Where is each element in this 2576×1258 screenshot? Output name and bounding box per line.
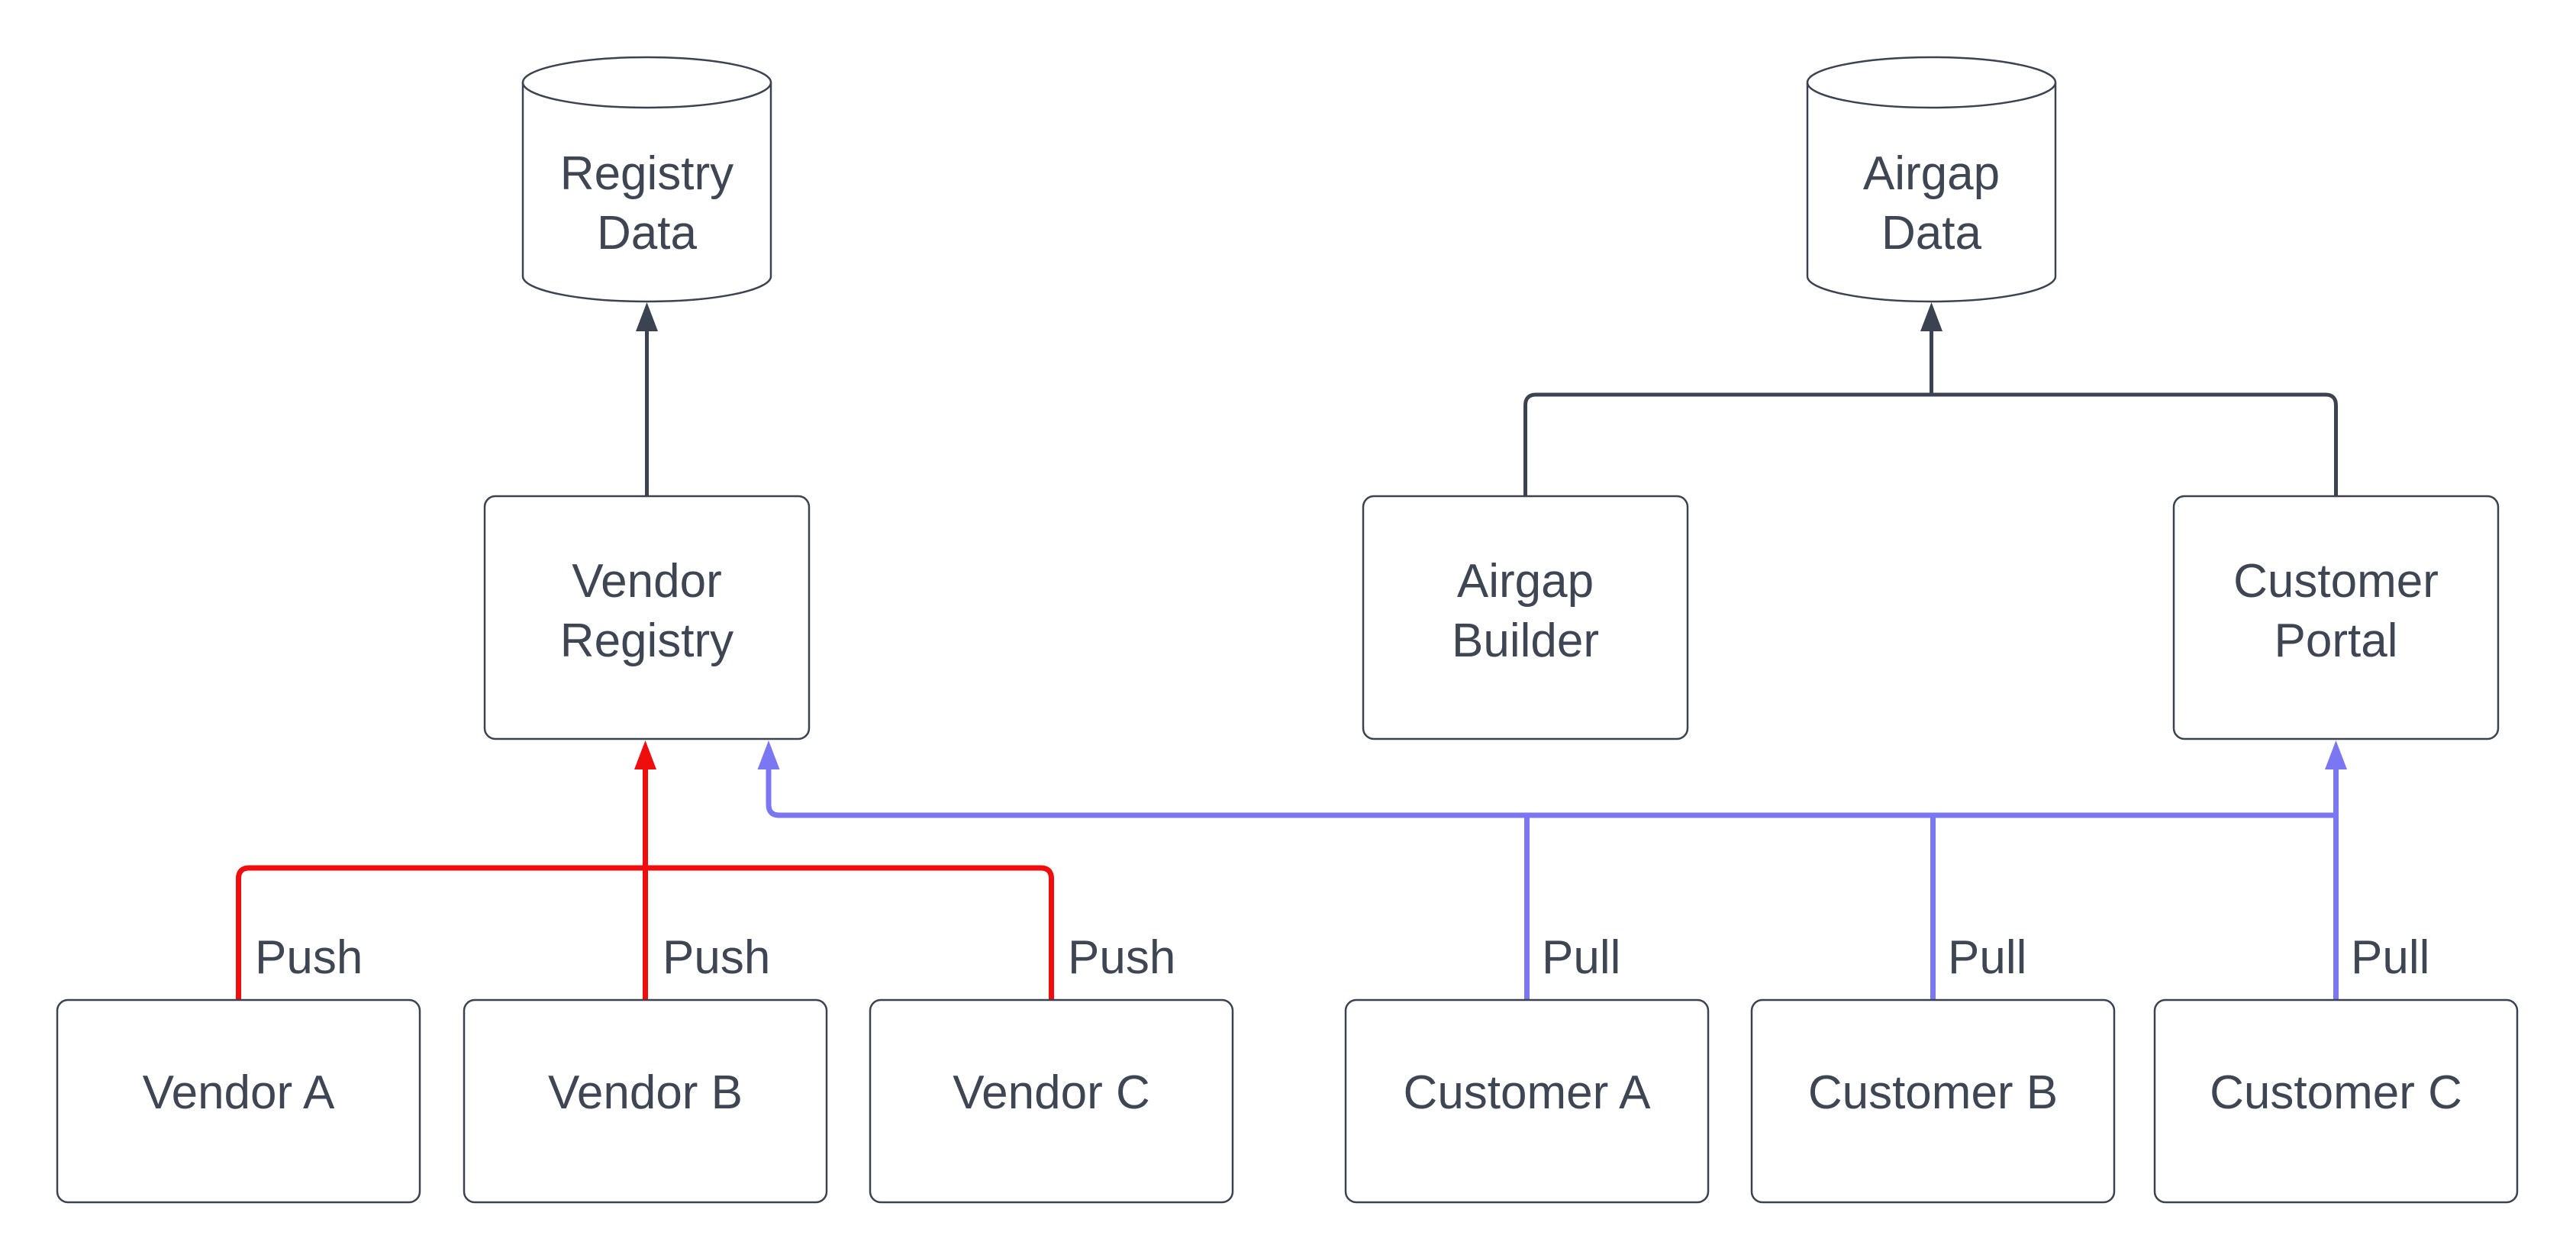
- node-airgap-builder: Airgap Builder: [1362, 495, 1689, 740]
- node-label-line: Customer C: [2210, 1066, 2462, 1119]
- registry-data-arrowhead-icon: [636, 302, 658, 331]
- node-label-line: Vendor: [572, 555, 722, 608]
- node-label-line: Data: [597, 207, 697, 260]
- node-label-line: Portal: [2275, 614, 2398, 667]
- process-box: [56, 998, 421, 1204]
- process-box: [1750, 998, 2116, 1204]
- pull-edges: [757, 740, 2347, 1000]
- node-label-line: Customer: [2233, 555, 2439, 608]
- node-label-line: Vendor C: [953, 1066, 1150, 1119]
- node-registry-data: Registry Data: [521, 56, 772, 303]
- pull-edge-label: Pull: [1542, 931, 1620, 984]
- edge-customer-portal-to-merge: [1931, 392, 2338, 496]
- node-label-line: Builder: [1452, 614, 1599, 667]
- push-arrowhead-icon: [634, 740, 656, 769]
- process-box: [483, 495, 811, 740]
- node-customer-b: Customer B: [1750, 998, 2116, 1204]
- process-box: [2153, 998, 2519, 1204]
- node-vendor-registry: Vendor Registry: [483, 495, 811, 740]
- node-label-line: Data: [1881, 207, 1981, 260]
- node-label-line: Vendor A: [143, 1066, 335, 1119]
- edge-airgap-builder-to-merge: [1523, 392, 1932, 496]
- node-vendor-a: Vendor A: [56, 998, 421, 1204]
- node-customer-a: Customer A: [1344, 998, 1710, 1204]
- push-edge-label: Push: [1068, 931, 1175, 984]
- node-label-line: Registry: [560, 147, 733, 200]
- cylinder-top-rim: [1806, 56, 2057, 109]
- pull-edge-label: Pull: [1948, 931, 2026, 984]
- node-label-line: Customer A: [1404, 1066, 1652, 1119]
- cylinder-body: [521, 82, 772, 303]
- process-box: [2172, 495, 2500, 740]
- pull-arrowhead-customer-portal-icon: [2325, 740, 2347, 769]
- cylinder-top-rim: [521, 56, 772, 109]
- node-customer-c: Customer C: [2153, 998, 2519, 1204]
- airgap-data-arrowhead-icon: [1920, 302, 1942, 331]
- push-edge-label: Push: [255, 931, 363, 984]
- pull-arrowhead-vendor-registry-icon: [757, 740, 780, 769]
- node-label-line: Customer B: [1808, 1066, 2058, 1119]
- pull-trunk-line: [766, 768, 2336, 818]
- node-label-line: Registry: [560, 614, 733, 667]
- push-edge-label: Push: [663, 931, 770, 984]
- node-customer-portal: Customer Portal: [2172, 495, 2500, 740]
- node-airgap-data: Airgap Data: [1806, 56, 2057, 303]
- process-box: [463, 998, 828, 1204]
- edge-labels: Push Push Push Pull Pull Pull: [255, 931, 2429, 984]
- push-edges: [236, 740, 1054, 1000]
- node-vendor-b: Vendor B: [463, 998, 828, 1204]
- node-label-line: Vendor B: [548, 1066, 743, 1119]
- process-box: [1362, 495, 1689, 740]
- node-label-line: Airgap: [1863, 147, 2000, 200]
- flow-edges: [636, 302, 2338, 496]
- pull-edge-label: Pull: [2351, 931, 2429, 984]
- process-box: [1344, 998, 1710, 1204]
- node-vendor-c: Vendor C: [869, 998, 1234, 1204]
- cylinder-body: [1806, 82, 2057, 303]
- node-label-line: Airgap: [1457, 555, 1594, 608]
- process-box: [869, 998, 1234, 1204]
